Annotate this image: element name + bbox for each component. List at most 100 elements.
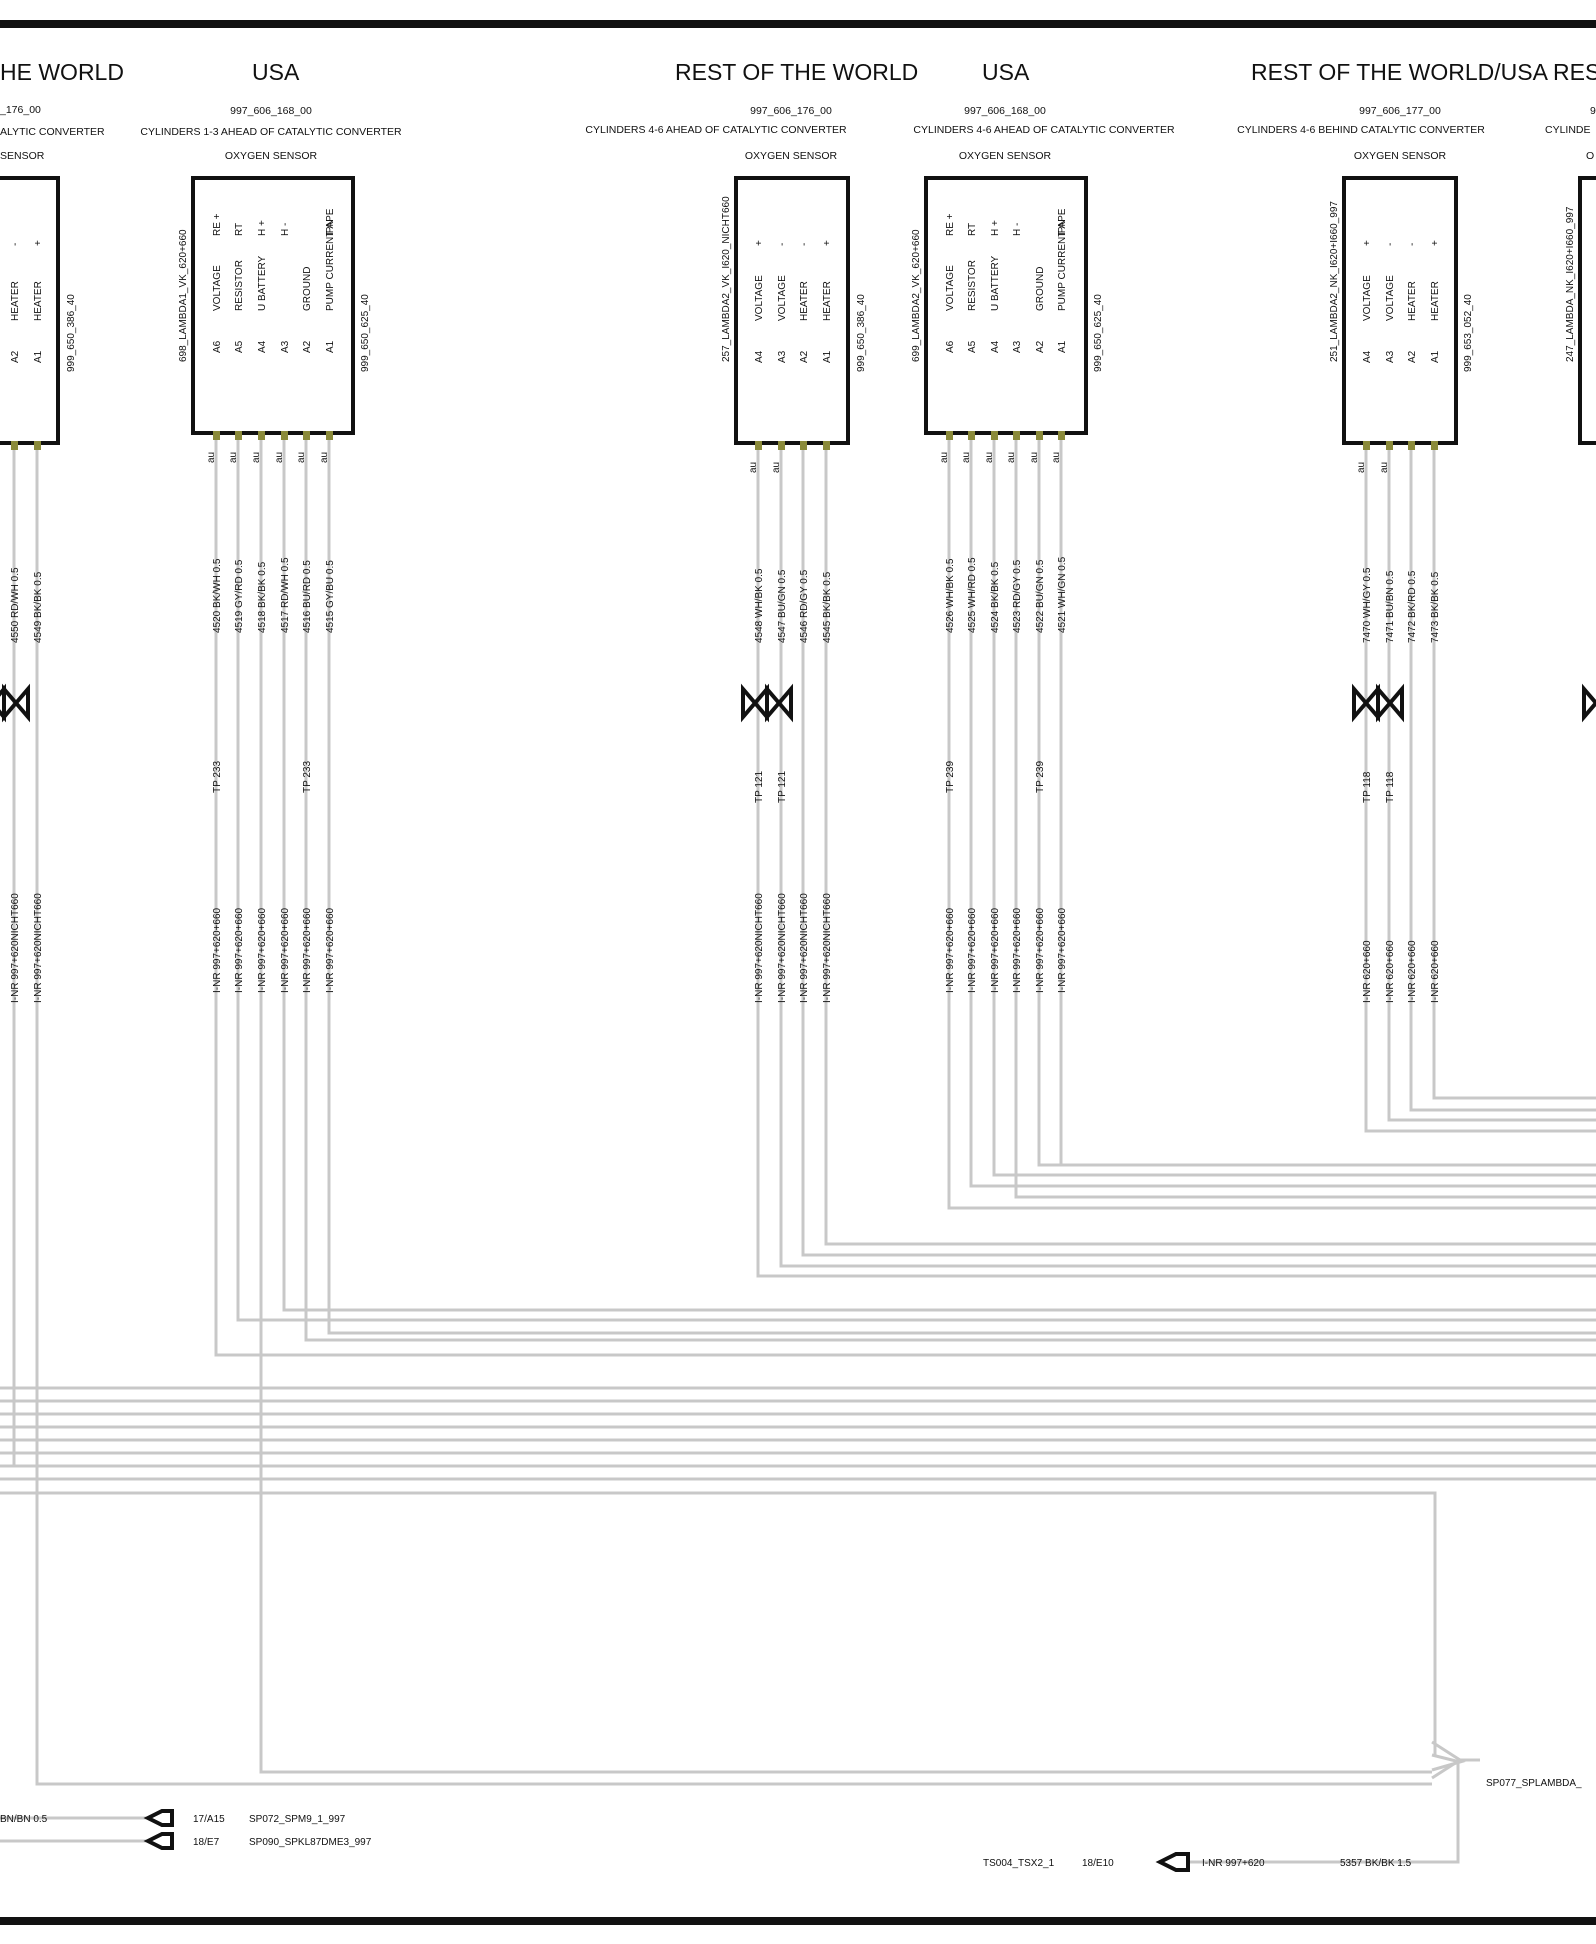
description-4: CYLINDERS 4-6 BEHIND CATALYTIC CONVERTER (1237, 124, 1485, 136)
ref-grid-1: 17/A15 (193, 1814, 225, 1825)
pin-terminal (1036, 431, 1043, 440)
pin-label: au (984, 452, 995, 463)
pin-function: PUMP CURRENT APE (1057, 208, 1068, 311)
wire-label: 4521 WH/GN 0.5 (1057, 556, 1068, 633)
pin-wire (1387, 443, 1596, 1122)
pin-terminal (303, 431, 310, 440)
pin-function: GROUND (1035, 267, 1046, 311)
pin-terminal (823, 441, 830, 450)
harness-tag: I-NR 997+620NICHT660 (777, 893, 788, 1003)
pin-wire (282, 433, 1596, 1312)
ground-grid-ref: 18/E10 (1082, 1858, 1114, 1869)
pin-sign: + (1430, 240, 1441, 246)
pin-terminal (1363, 441, 1370, 450)
pin-position: A4 (1362, 350, 1373, 363)
pin-wire (1409, 443, 1596, 1112)
sensor-box-3 (924, 176, 1088, 435)
description-0: ALYTIC CONVERTER (0, 126, 105, 138)
harness-tag: I-NR 997+620+660 (945, 907, 956, 993)
pin-sign: IPN (1057, 219, 1068, 236)
pin-terminal (778, 441, 785, 450)
pin-position: A1 (1430, 350, 1441, 363)
wire-label: 4523 RD/GY 0.5 (1012, 559, 1023, 633)
pin-wire (969, 433, 1596, 1188)
pin-terminal (755, 441, 762, 450)
test-point-label: TP 239 (1035, 761, 1046, 793)
pin-position: A3 (1012, 340, 1023, 353)
part-number-1: 997_606_168_00 (230, 105, 312, 117)
pin-sign: - (1407, 243, 1418, 246)
pin-wire (756, 443, 1596, 1278)
splice-feed-wire (0, 1491, 1437, 1755)
harness-tag: I-NR 620+660 (1362, 940, 1373, 1003)
sensor-box-1 (191, 176, 355, 435)
pin-sign: + (33, 240, 44, 246)
part-code-3: 999_650_625_40 (1093, 294, 1104, 372)
frame-top-border (0, 20, 1596, 28)
harness-tag: I-NR 997+620NICHT660 (10, 893, 21, 1003)
pin-position: A2 (10, 350, 21, 363)
pin-terminal (1408, 441, 1415, 450)
pin-sign: + (822, 240, 833, 246)
pin-function: VOLTAGE (1385, 275, 1396, 321)
component-name-5: O (1586, 150, 1594, 162)
pin-function: PUMP CURRENT APE (325, 208, 336, 311)
part-code-2: 999_650_386_40 (856, 294, 867, 372)
pin-sign: H + (257, 220, 268, 236)
pin-terminal (968, 431, 975, 440)
connector-name-2: 257_LAMBDA2_VK_I620_NICHT660 (721, 196, 732, 362)
pin-label: au (228, 452, 239, 463)
pin-function: U BATTERY (990, 255, 1001, 311)
pin-position: A6 (945, 340, 956, 353)
test-point-label: TP 121 (754, 771, 765, 803)
part-code-4: 999_653_052_40 (1463, 294, 1474, 372)
wire-label: 4526 WH/BK 0.5 (945, 558, 956, 633)
harness-tag: I-NR 997+620+660 (1035, 907, 1046, 993)
pin-label: au (939, 452, 950, 463)
pin-sign: - (799, 243, 810, 246)
harness-tag: I-NR 620+660 (1407, 940, 1418, 1003)
harness-tag: I-NR 997+620NICHT660 (822, 893, 833, 1003)
pin-label: au (961, 452, 972, 463)
wire-label: 4517 RD/WH 0.5 (280, 557, 291, 633)
region-heading-rest-of-world-1: HE WORLD (0, 59, 124, 85)
harness-tag: I-NR 997+620+660 (257, 907, 268, 993)
pin-wire (1364, 443, 1596, 1133)
pin-position: A1 (1057, 340, 1068, 353)
harness-tag: I-NR 997+620+660 (234, 907, 245, 993)
pin-terminal (1058, 431, 1065, 440)
pin-wire (801, 443, 1596, 1257)
sensor-box-5 (1578, 176, 1596, 445)
pin-position: A3 (1385, 350, 1396, 363)
harness-tag: I-NR 997+620+660 (967, 907, 978, 993)
pin-terminal (1386, 441, 1393, 450)
ground-name: TS004_TSX2_1 (983, 1858, 1055, 1869)
pin-label: au (1051, 452, 1062, 463)
wire-label: 4518 BK/BK 0.5 (257, 561, 268, 633)
region-heading-rest-world-usa: REST OF THE WORLD/USA RES (1251, 59, 1596, 85)
region-heading-rest-of-world-2: REST OF THE WORLD (675, 59, 918, 85)
part-code-1: 999_650_625_40 (360, 294, 371, 372)
pin-function: U BATTERY (257, 255, 268, 311)
pin-position: A4 (990, 340, 1001, 353)
pin-function: VOLTAGE (754, 275, 765, 321)
ground-wire-label: 5357 BK/BK 1.5 (1340, 1858, 1412, 1869)
pin-terminal (1013, 431, 1020, 440)
pin-function: HEATER (10, 281, 21, 321)
splice-arrow (1431, 1753, 1466, 1772)
pin-terminal (11, 441, 18, 450)
pin-wire (259, 433, 1432, 1774)
frame-bottom-border (0, 1917, 1596, 1925)
pin-function: HEATER (1430, 281, 1441, 321)
harness-tag: I-NR 997+620NICHT660 (799, 893, 810, 1003)
description-1: CYLINDERS 1-3 AHEAD OF CATALYTIC CONVERT… (140, 126, 402, 138)
pin-wire (1059, 433, 1596, 1167)
part-number-2: 997_606_176_00 (750, 105, 832, 117)
wire-label: 4548 WH/BK 0.5 (754, 568, 765, 643)
wire-label: 4547 BU/GN 0.5 (777, 569, 788, 643)
connector-name-4: 251_LAMBDA2_NK_I620+I660_997 (1329, 201, 1340, 362)
pin-wire (327, 433, 1596, 1335)
pin-position: A3 (777, 350, 788, 363)
pin-label: au (251, 452, 262, 463)
pin-function: VOLTAGE (1362, 275, 1373, 321)
